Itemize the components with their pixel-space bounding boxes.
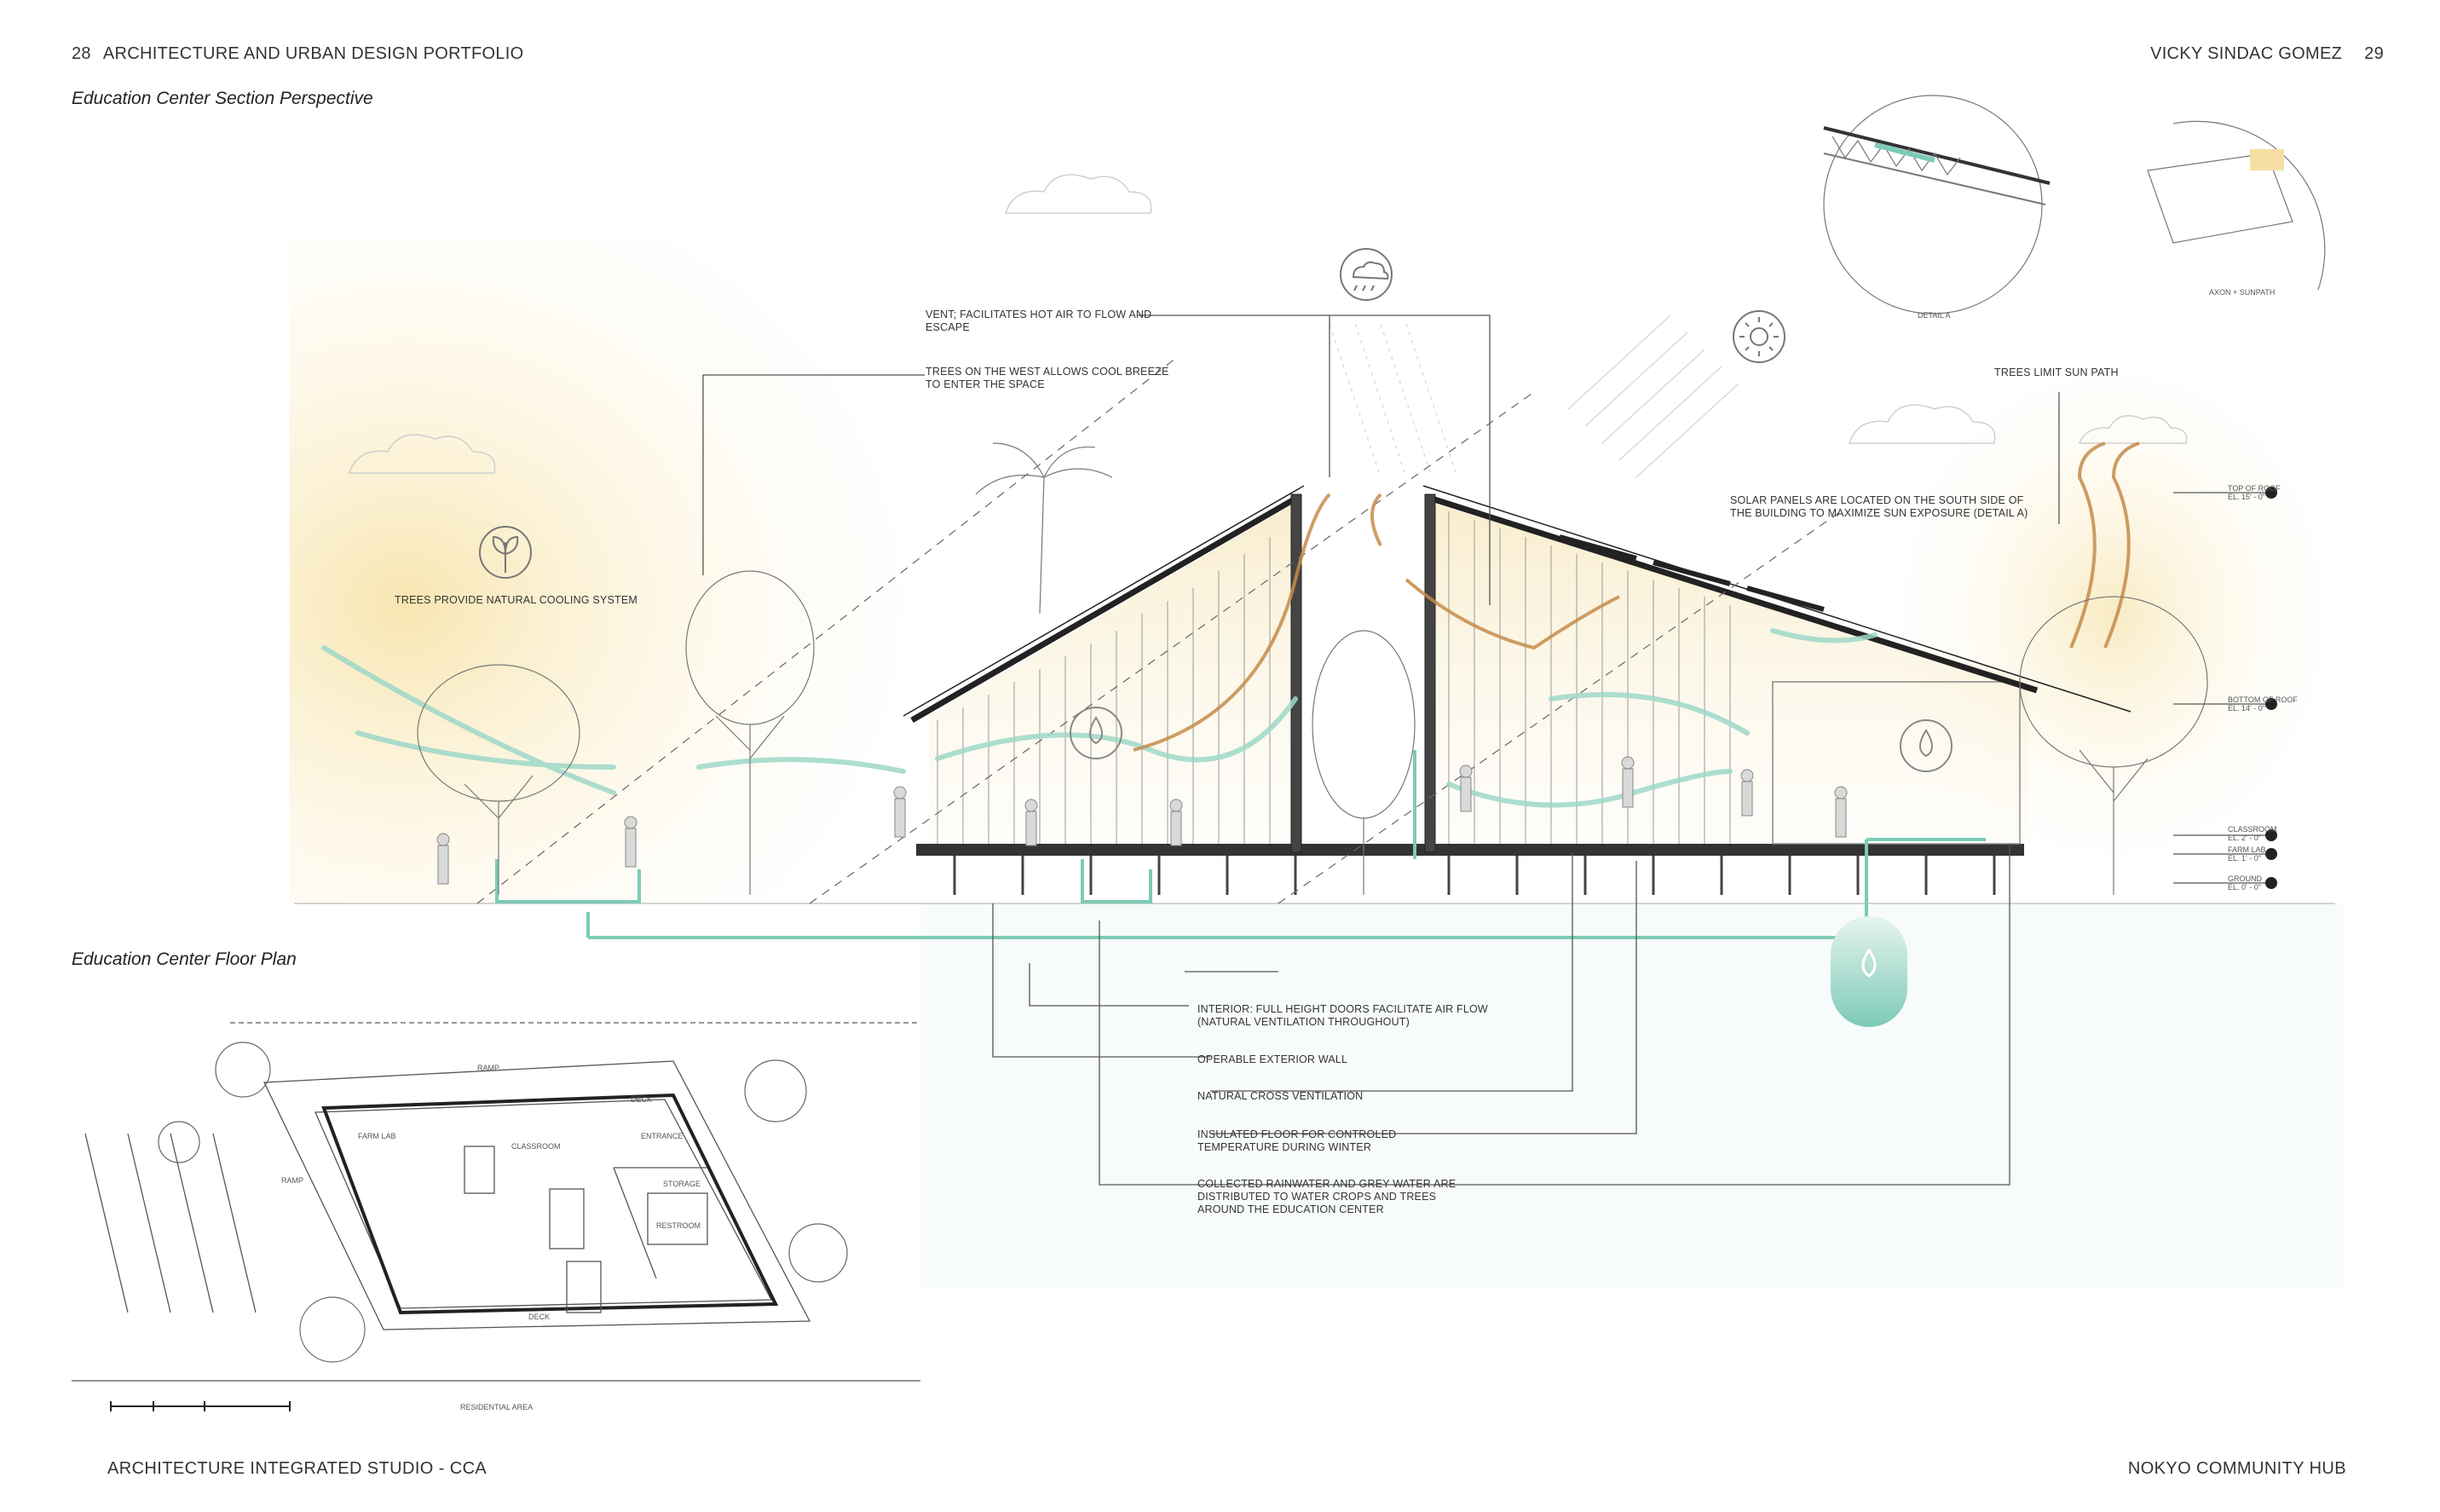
cloud-icon	[348, 174, 2188, 474]
trees-west-annotation: TREES ON THE WEST ALLOWS COOL BREEZE TO …	[926, 366, 1169, 390]
level-marker-icon	[2265, 487, 2277, 889]
trees-cooling-annotation: TREES PROVIDE NATURAL COOLING SYSTEM	[395, 594, 638, 606]
water-distribution-pipes	[495, 750, 1986, 939]
cool-breeze-flow	[321, 628, 1878, 808]
vent-annotation: VENT; FACILITATES HOT AIR TO FLOW AND ES…	[926, 309, 1152, 333]
cross-vent-annotation: NATURAL CROSS VENTILATION	[1197, 1090, 1364, 1102]
wall-slats	[937, 511, 1731, 844]
sun-icon	[1733, 310, 1785, 363]
floor-piers	[953, 856, 1996, 895]
hot-air-flow	[1133, 441, 2140, 752]
plan-room-restroom: RESTROOM	[656, 1221, 701, 1230]
axon-label: AXON + SUNPATH	[2209, 288, 2276, 297]
plan-room-deck: DECK	[631, 1095, 653, 1104]
exterior-wall-annotation: OPERABLE EXTERIOR WALL	[1197, 1053, 1348, 1065]
footer-project: NOKYO COMMUNITY HUB	[2127, 1459, 2346, 1478]
solar-panels	[1559, 534, 1825, 612]
plan-residential-label: RESIDENTIAL AREA	[460, 1403, 534, 1411]
ground-area	[920, 903, 2344, 1287]
level-markers	[2173, 492, 2267, 884]
sun-rays	[1567, 315, 1739, 478]
plan-room-farm-lab: FARM LAB	[358, 1132, 396, 1140]
sun-angle-lines	[476, 357, 1842, 904]
detail-a-drawing	[1823, 95, 2051, 315]
floor-plan-drawing	[72, 1022, 920, 1382]
plan-room-ramp: RAMP	[477, 1064, 500, 1072]
right-page-number: 29	[2364, 44, 2384, 63]
detail-a-label: DETAIL A	[1918, 311, 1951, 320]
rain-cloud-icon	[1340, 248, 1393, 301]
interior-partition	[1772, 681, 2021, 845]
people-figures	[436, 756, 1848, 885]
rainwater-tank	[1831, 916, 1907, 1027]
roof	[903, 485, 2131, 853]
axon-sunpath-drawing	[2147, 120, 2326, 291]
interior-annotation: INTERIOR: FULL HEIGHT DOORS FACILITATE A…	[1197, 1003, 1488, 1028]
left-header: 28 ARCHITECTURE AND URBAN DESIGN PORTFOLI…	[72, 44, 523, 64]
plan-trees	[158, 1042, 848, 1363]
floor-slab	[916, 844, 2024, 856]
water-drop-icon	[1070, 707, 1953, 772]
footer-studio: ARCHITECTURE INTEGRATED STUDIO - CCA	[107, 1459, 487, 1478]
plan-title: Education Center Floor Plan	[72, 949, 297, 969]
plan-room-storage: STORAGE	[663, 1180, 701, 1188]
annotation-leaders	[702, 315, 2060, 1186]
scale-bar	[110, 1401, 291, 1411]
section-title: Education Center Section Perspective	[72, 89, 373, 108]
rainwater-annotation: COLLECTED RAINWATER AND GREY WATER ARE D…	[1197, 1178, 1457, 1215]
plan-room-deck-lower: DECK	[528, 1313, 551, 1321]
rain-lines	[1329, 323, 1458, 478]
right-header: VICKY SINDAC GOMEZ 29	[2150, 44, 2384, 64]
tree-illustrations	[417, 442, 2208, 895]
solar-annotation: SOLAR PANELS ARE LOCATED ON THE SOUTH SI…	[1730, 494, 2028, 519]
plan-room-classroom: CLASSROOM	[511, 1142, 561, 1151]
trees-sun-annotation: TREES LIMIT SUN PATH	[1994, 366, 2119, 378]
floor-annotation: INSULATED FLOOR FOR CONTROLED TEMPERATUR…	[1197, 1128, 1397, 1153]
left-page-number: 28	[72, 44, 91, 63]
author-name: VICKY SINDAC GOMEZ	[2150, 44, 2343, 63]
plan-room-ramp-west: RAMP	[281, 1176, 304, 1185]
plan-room-entrance: ENTRANCE	[641, 1132, 684, 1140]
portfolio-title: ARCHITECTURE AND URBAN DESIGN PORTFOLIO	[102, 44, 524, 63]
leaf-icon	[479, 526, 532, 579]
